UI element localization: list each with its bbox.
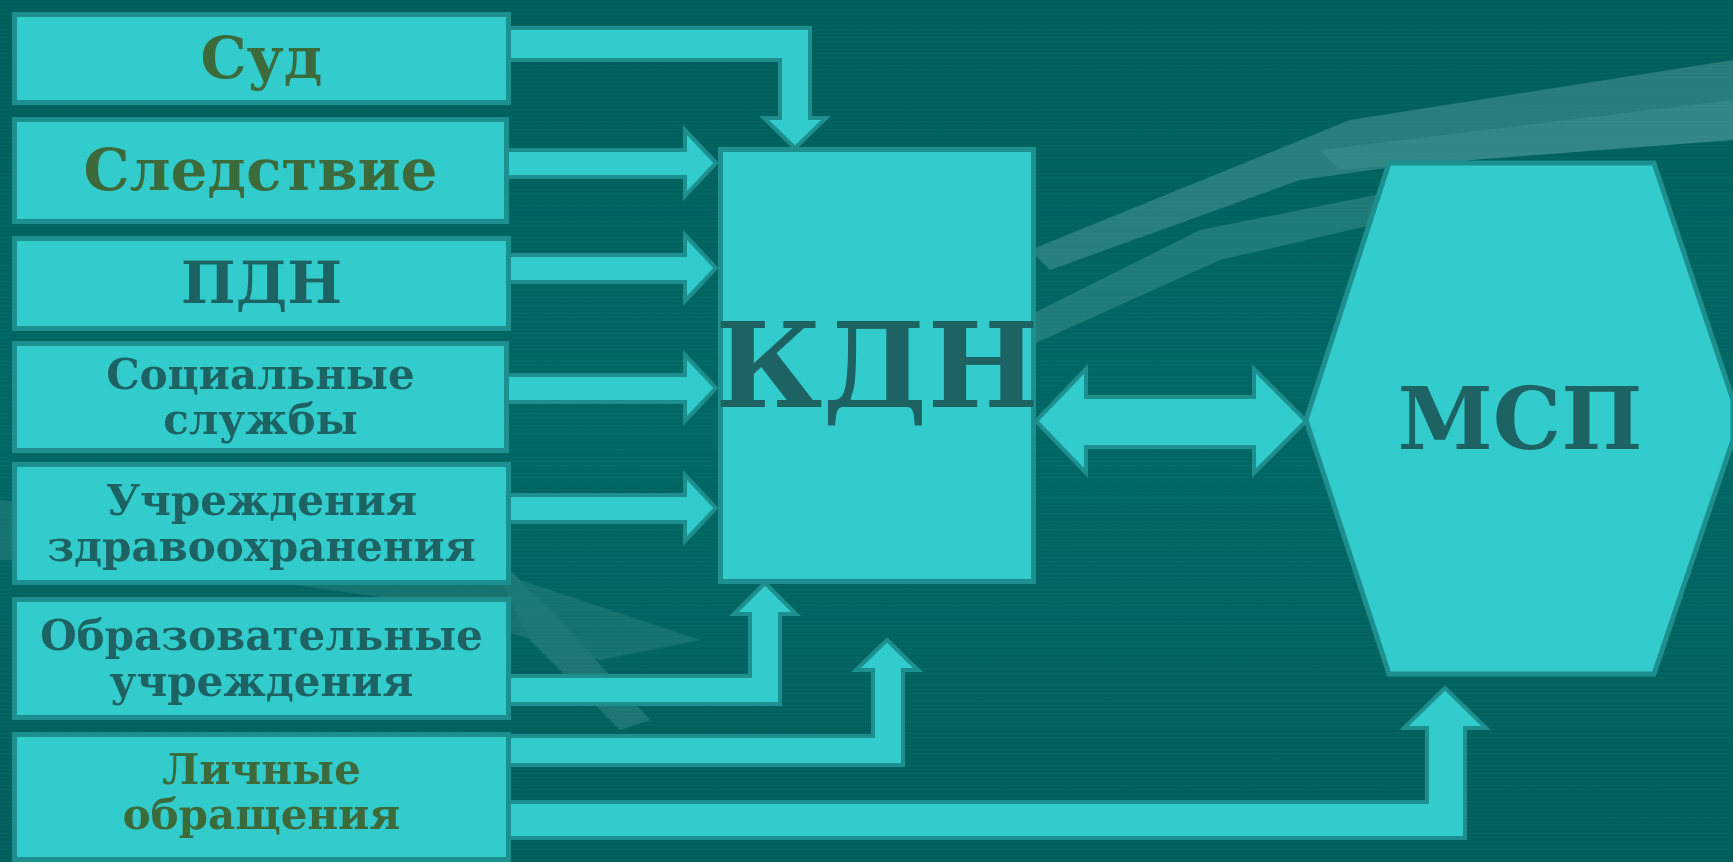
- msp-label: МСП: [1397, 368, 1643, 470]
- arrow-sud-to-kdn: [503, 26, 831, 151]
- source-box-sud: Суд: [12, 12, 511, 105]
- msp-hexagon: [1303, 160, 1733, 677]
- arrows: [503, 26, 1491, 840]
- source-box-sledstvie: Следствие: [12, 117, 509, 224]
- source-box-education: Образовательные учреждения: [12, 597, 511, 720]
- source-label: Личные обращения: [122, 745, 401, 840]
- source-label: Образовательные учреждения: [40, 611, 483, 706]
- arrow-sledstvie-to-kdn: [503, 124, 719, 202]
- arrow-personal-to-msp: [503, 685, 1491, 840]
- arrow-personal-to-kdn: [503, 637, 923, 767]
- kdn-box: КДН: [715, 147, 1039, 584]
- source-box-social: Социальные службы: [12, 341, 509, 453]
- arrow-social-to-kdn: [503, 349, 719, 427]
- source-box-health: Учреждения здравоохранения: [12, 462, 511, 585]
- source-label: Следствие: [83, 136, 438, 205]
- source-label: Суд: [200, 24, 323, 93]
- arrow-education-to-kdn: [503, 580, 801, 706]
- arrow-pdn-to-kdn: [503, 229, 719, 307]
- source-box-personal: Личные обращения: [12, 732, 511, 862]
- source-label: Социальные службы: [106, 349, 415, 444]
- arrow-health-to-kdn: [503, 469, 719, 547]
- arrow-kdn-msp-bidirectional: [1033, 364, 1309, 478]
- source-box-pdn: ПДН: [12, 236, 511, 331]
- source-label: Учреждения здравоохранения: [47, 476, 476, 571]
- kdn-label: КДН: [715, 295, 1039, 435]
- source-label: ПДН: [180, 249, 343, 318]
